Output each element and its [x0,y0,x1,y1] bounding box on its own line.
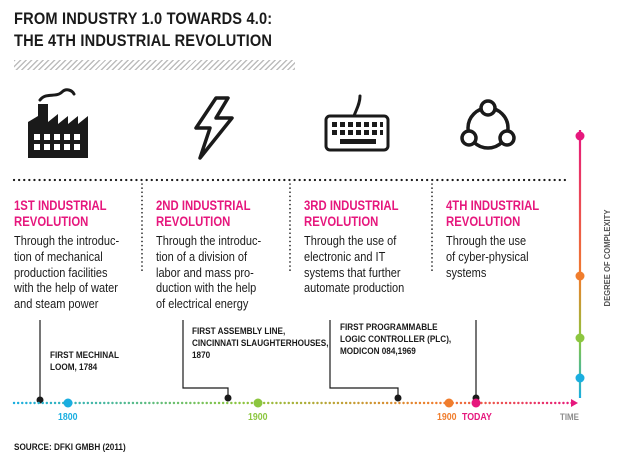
revolution-4-title-line-1: 4TH INDUSTRIAL [446,198,540,213]
revolution-4-title-line-2: REVOLUTION [446,214,521,229]
time-axis-arrow [571,399,578,407]
revolution-4-description: Through the use of cyber-physical system… [446,234,529,281]
revolution-3-title: 3RD INDUSTRIAL REVOLUTION [304,198,399,230]
revolution-1-desc-line: tion of mechanical [14,249,103,264]
tick-marker-1900-b [444,398,454,408]
complexity-markers [575,131,585,383]
page-title: FROM INDUSTRY 1.0 TOWARDS 4.0: THE 4TH I… [14,8,272,52]
revolution-3-desc-line: automate production [304,281,405,296]
revolution-4-desc-line: of cyber-physical [446,249,529,264]
event-line: 1870 [192,350,211,361]
event-first-assembly-line: FIRST ASSEMBLY LINE, CINCINNATI SLAUGHTE… [192,326,328,362]
title-line-2: THE 4TH INDUSTRIAL REVOLUTION [14,31,273,50]
event-connectors [39,320,477,400]
event-line: FIRST PROGRAMMABLE [340,322,438,333]
revolution-1-desc-line: production facilities [14,265,108,280]
revolution-3-desc-line: systems that further [304,265,401,280]
tick-marker-today [471,398,481,408]
revolution-4-desc-line: Through the use [446,234,527,248]
revolution-3-desc-line: electronic and IT [304,249,386,264]
event-line: MODICON 084,1969 [340,346,416,357]
tick-label-1900-b: 1900 [437,412,457,423]
revolution-3-title-line-1: 3RD INDUSTRIAL [304,198,399,213]
revolution-1-description: Through the introduc- tion of mechanical… [14,234,119,313]
event-line: LOOM, 1784 [50,362,98,373]
revolution-4-title: 4TH INDUSTRIAL REVOLUTION [446,198,539,230]
event-first-mechanical-loom: FIRST MECHINAL LOOM, 1784 [50,350,119,374]
revolution-1-title-line-1: 1ST INDUSTRIAL [14,198,107,213]
event-line: LOGIC CONTROLLER (PLC), [340,334,452,345]
tick-label-1900-a: 1900 [248,412,268,423]
revolution-2-desc-line: tion of a division of [156,249,248,264]
event-line: CINCINNATI SLAUGHTERHOUSES, [192,338,329,349]
revolution-2-desc-line: of electrical energy [156,297,249,312]
revolution-1-title: 1ST INDUSTRIAL REVOLUTION [14,198,107,230]
complexity-axis-label: DEGREE OF COMPLEXITY [602,209,612,307]
source-note: SOURCE: DFKI GMBH (2011) [14,442,126,453]
column-dividers [141,183,433,273]
revolution-2-description: Through the introduc- tion of a division… [156,234,261,313]
tick-label-today: TODAY [462,412,492,423]
revolution-4-desc-line: systems [446,265,487,280]
revolution-1-desc-line: Through the introduc- [14,234,120,248]
event-line: FIRST MECHINAL [50,350,119,361]
event-line: FIRST ASSEMBLY LINE, [192,326,286,337]
revolution-2-title: 2ND INDUSTRIAL REVOLUTION [156,198,251,230]
tick-marker-1900-a [253,398,263,408]
revolution-2-title-line-1: 2ND INDUSTRIAL [156,198,251,213]
title-underline [14,60,295,70]
timeline-ticks [63,398,481,408]
tick-label-1800: 1800 [58,412,78,423]
title-line-1: FROM INDUSTRY 1.0 TOWARDS 4.0: [14,9,273,28]
event-markers [36,394,480,404]
revolution-1-title-line-2: REVOLUTION [14,214,89,229]
lightning-icon [194,96,234,160]
revolution-2-desc-line: duction with the help [156,281,257,296]
revolution-2-desc-line: Through the introduc- [156,234,262,248]
revolution-2-desc-line: labor and mass pro- [156,265,254,280]
network-icon [460,99,516,150]
revolution-2-title-line-2: REVOLUTION [156,214,231,229]
keyboard-icon [324,94,390,152]
factory-icon [28,88,88,158]
revolution-1-desc-line: and steam power [14,297,99,312]
revolution-3-title-line-2: REVOLUTION [304,214,379,229]
time-axis-label: TIME [560,412,579,422]
revolution-3-desc-line: Through the use of [304,234,397,248]
event-first-plc: FIRST PROGRAMMABLE LOGIC CONTROLLER (PLC… [340,322,451,358]
revolution-1-desc-line: with the help of water [14,281,118,296]
revolution-3-description: Through the use of electronic and IT sys… [304,234,404,297]
tick-marker-1800 [63,398,73,408]
